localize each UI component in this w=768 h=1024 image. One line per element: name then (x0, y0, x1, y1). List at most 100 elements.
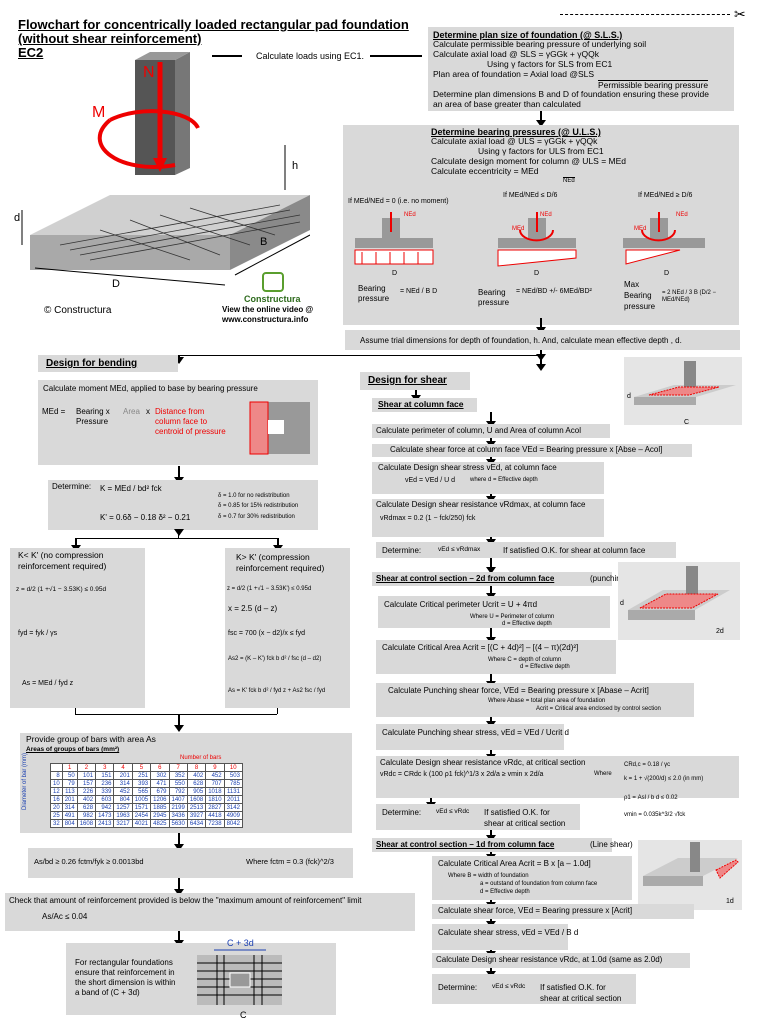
k-box (48, 480, 318, 530)
moment-text: Calculate moment MEd, applied to base by… (43, 384, 258, 393)
case2-formula: = NEd/BD +/- 6MEd/BD² (516, 288, 592, 295)
right-branch: z = d/2 (1 +√1 − 3.53K') ≤ 0.95d (227, 586, 312, 592)
bar-area: 471 (150, 779, 170, 788)
flow-arrow (536, 355, 546, 371)
line-check-text: shear at critical section (540, 994, 622, 1003)
bar-count-header: 8 (186, 763, 207, 772)
band-text: the short dimension is within (75, 978, 176, 987)
bar-area: 603 (95, 795, 115, 804)
flow-arrow (486, 919, 496, 928)
bar-area: 151 (95, 771, 115, 780)
case1-formula: = NEd / B D (400, 288, 438, 295)
flow-arrow (486, 628, 496, 644)
bar-area: 2454 (131, 811, 152, 820)
bar-diameter: 8 (50, 771, 63, 780)
fig-d-label: d (620, 600, 624, 607)
punch-step (376, 683, 694, 717)
flow-arrow (486, 830, 496, 842)
right-branch: fsc = 700 (x − d2)/x ≤ fyd (228, 630, 305, 637)
punch-note: Where (594, 771, 612, 777)
punch-step-text: Calculate Critical perimeter Ucrit = U +… (384, 600, 538, 609)
case3-label: Max (624, 280, 640, 289)
right-branch-box (225, 548, 350, 708)
bar-area: 2513 (186, 803, 207, 812)
right-branch: As2 = (K – K') fck b d² / fsc (d – d2) (228, 656, 322, 662)
line-step-text: Calculate shear stress, vEd = VEd / B d (438, 928, 579, 937)
flow-arrow (174, 878, 184, 896)
flow-arrow (486, 750, 496, 761)
flow-arrow (486, 968, 496, 978)
bar-area: 1885 (150, 803, 170, 812)
bar-diameter: 10 (50, 779, 63, 788)
punch-check-text: shear at critical section (484, 819, 566, 828)
sls-line: Plan area of foundation = Axial load @SL… (433, 69, 595, 79)
case2-d: D (534, 270, 540, 277)
page-title: Flowchart for concentrically loaded rect… (18, 17, 409, 32)
bar-area: 1257 (113, 803, 133, 812)
flow-arrow (426, 798, 436, 809)
min-box (28, 848, 353, 878)
line-step (432, 856, 632, 900)
punch-note: d = Effective depth (520, 664, 570, 670)
bar-area: 4021 (131, 819, 152, 828)
shear-heading-box (360, 372, 470, 390)
case3-condition: If MEd/NEd ≥ D/6 (638, 192, 693, 199)
bar-diameter: 32 (50, 819, 63, 828)
case1-condition: If MEd/NEd = 0 (i.e. no moment) (348, 198, 449, 205)
bar-area: 491 (61, 811, 78, 820)
bar-diameter: 25 (50, 811, 63, 820)
logo-text: Constructura (244, 294, 301, 304)
bar-count-header: 1 (61, 763, 78, 772)
punch-check-formula: vEd ≤ vRdc (436, 808, 470, 815)
flow-line (75, 708, 76, 714)
flow-arrow (174, 355, 184, 364)
sls-line: Calculate axial load @ SLS = γGGk + γQQk (433, 49, 599, 59)
axial-load-label: N (143, 64, 155, 81)
punch-step-text: Calculate Punching shear force, VEd = Be… (388, 686, 649, 695)
col-heading-box (372, 398, 477, 412)
uls-line: Using γ factors for ULS from EC1 (478, 146, 604, 156)
case2-m: MEd (512, 226, 525, 232)
bar-count-header: 10 (223, 763, 243, 772)
bar-area: 1963 (113, 811, 133, 820)
right-branch: x = 2.5 (d – z) (228, 604, 278, 613)
punching-figure (618, 562, 740, 640)
band-text: ensure that reinforcement in (75, 968, 175, 977)
col-step (372, 424, 610, 438)
line-step-text: Calculate shear force, VEd = Bearing pre… (438, 906, 633, 915)
flow-arrow (486, 457, 496, 466)
punch-check-text: Determine: (382, 808, 422, 817)
bar-area: 393 (131, 779, 152, 788)
bar-area: 628 (76, 803, 97, 812)
bar-area: 804 (113, 795, 133, 804)
punch-step-text: Calculate Punching shear stress, vEd = V… (382, 728, 569, 737)
punch-check (376, 804, 580, 830)
video-link[interactable]: www.constructura.info (222, 315, 309, 324)
col-check-text: If satisfied O.K. for shear at column fa… (503, 546, 646, 555)
band-label: C + 3d (227, 938, 254, 948)
band-text: For rectangular foundations (75, 958, 173, 967)
band-text: a band of (C + 3d) (75, 988, 140, 997)
moment-label: Bearing x (76, 407, 110, 416)
arrow-line (212, 55, 242, 57)
bearing-diagrams (354, 212, 705, 267)
flow-arrow (486, 537, 496, 546)
sls-line: Calculate permissible bearing pressure o… (433, 39, 647, 49)
bar-area: 565 (131, 787, 152, 796)
fctm-note: Where fctm = 0.3 (fck)^2/3 (246, 857, 334, 866)
punch-note: k = 1 + √(200/d) ≤ 2.0 (in mm) (624, 776, 704, 782)
case3-formula: = 2 NEd / 3 B (D/2 − MEd/NEd) (662, 290, 717, 303)
punch-note: Where Abase = total plan area of foundat… (488, 698, 606, 704)
flow-arrow (486, 412, 496, 428)
moment-label: M (92, 104, 106, 121)
bar-diameter: 16 (50, 795, 63, 804)
k-label: Determine: (52, 482, 92, 491)
flow-line (277, 708, 278, 714)
fig-c-label: C (684, 419, 690, 426)
col-heading: Shear at column face (378, 399, 464, 409)
flow-arrow (486, 586, 496, 600)
